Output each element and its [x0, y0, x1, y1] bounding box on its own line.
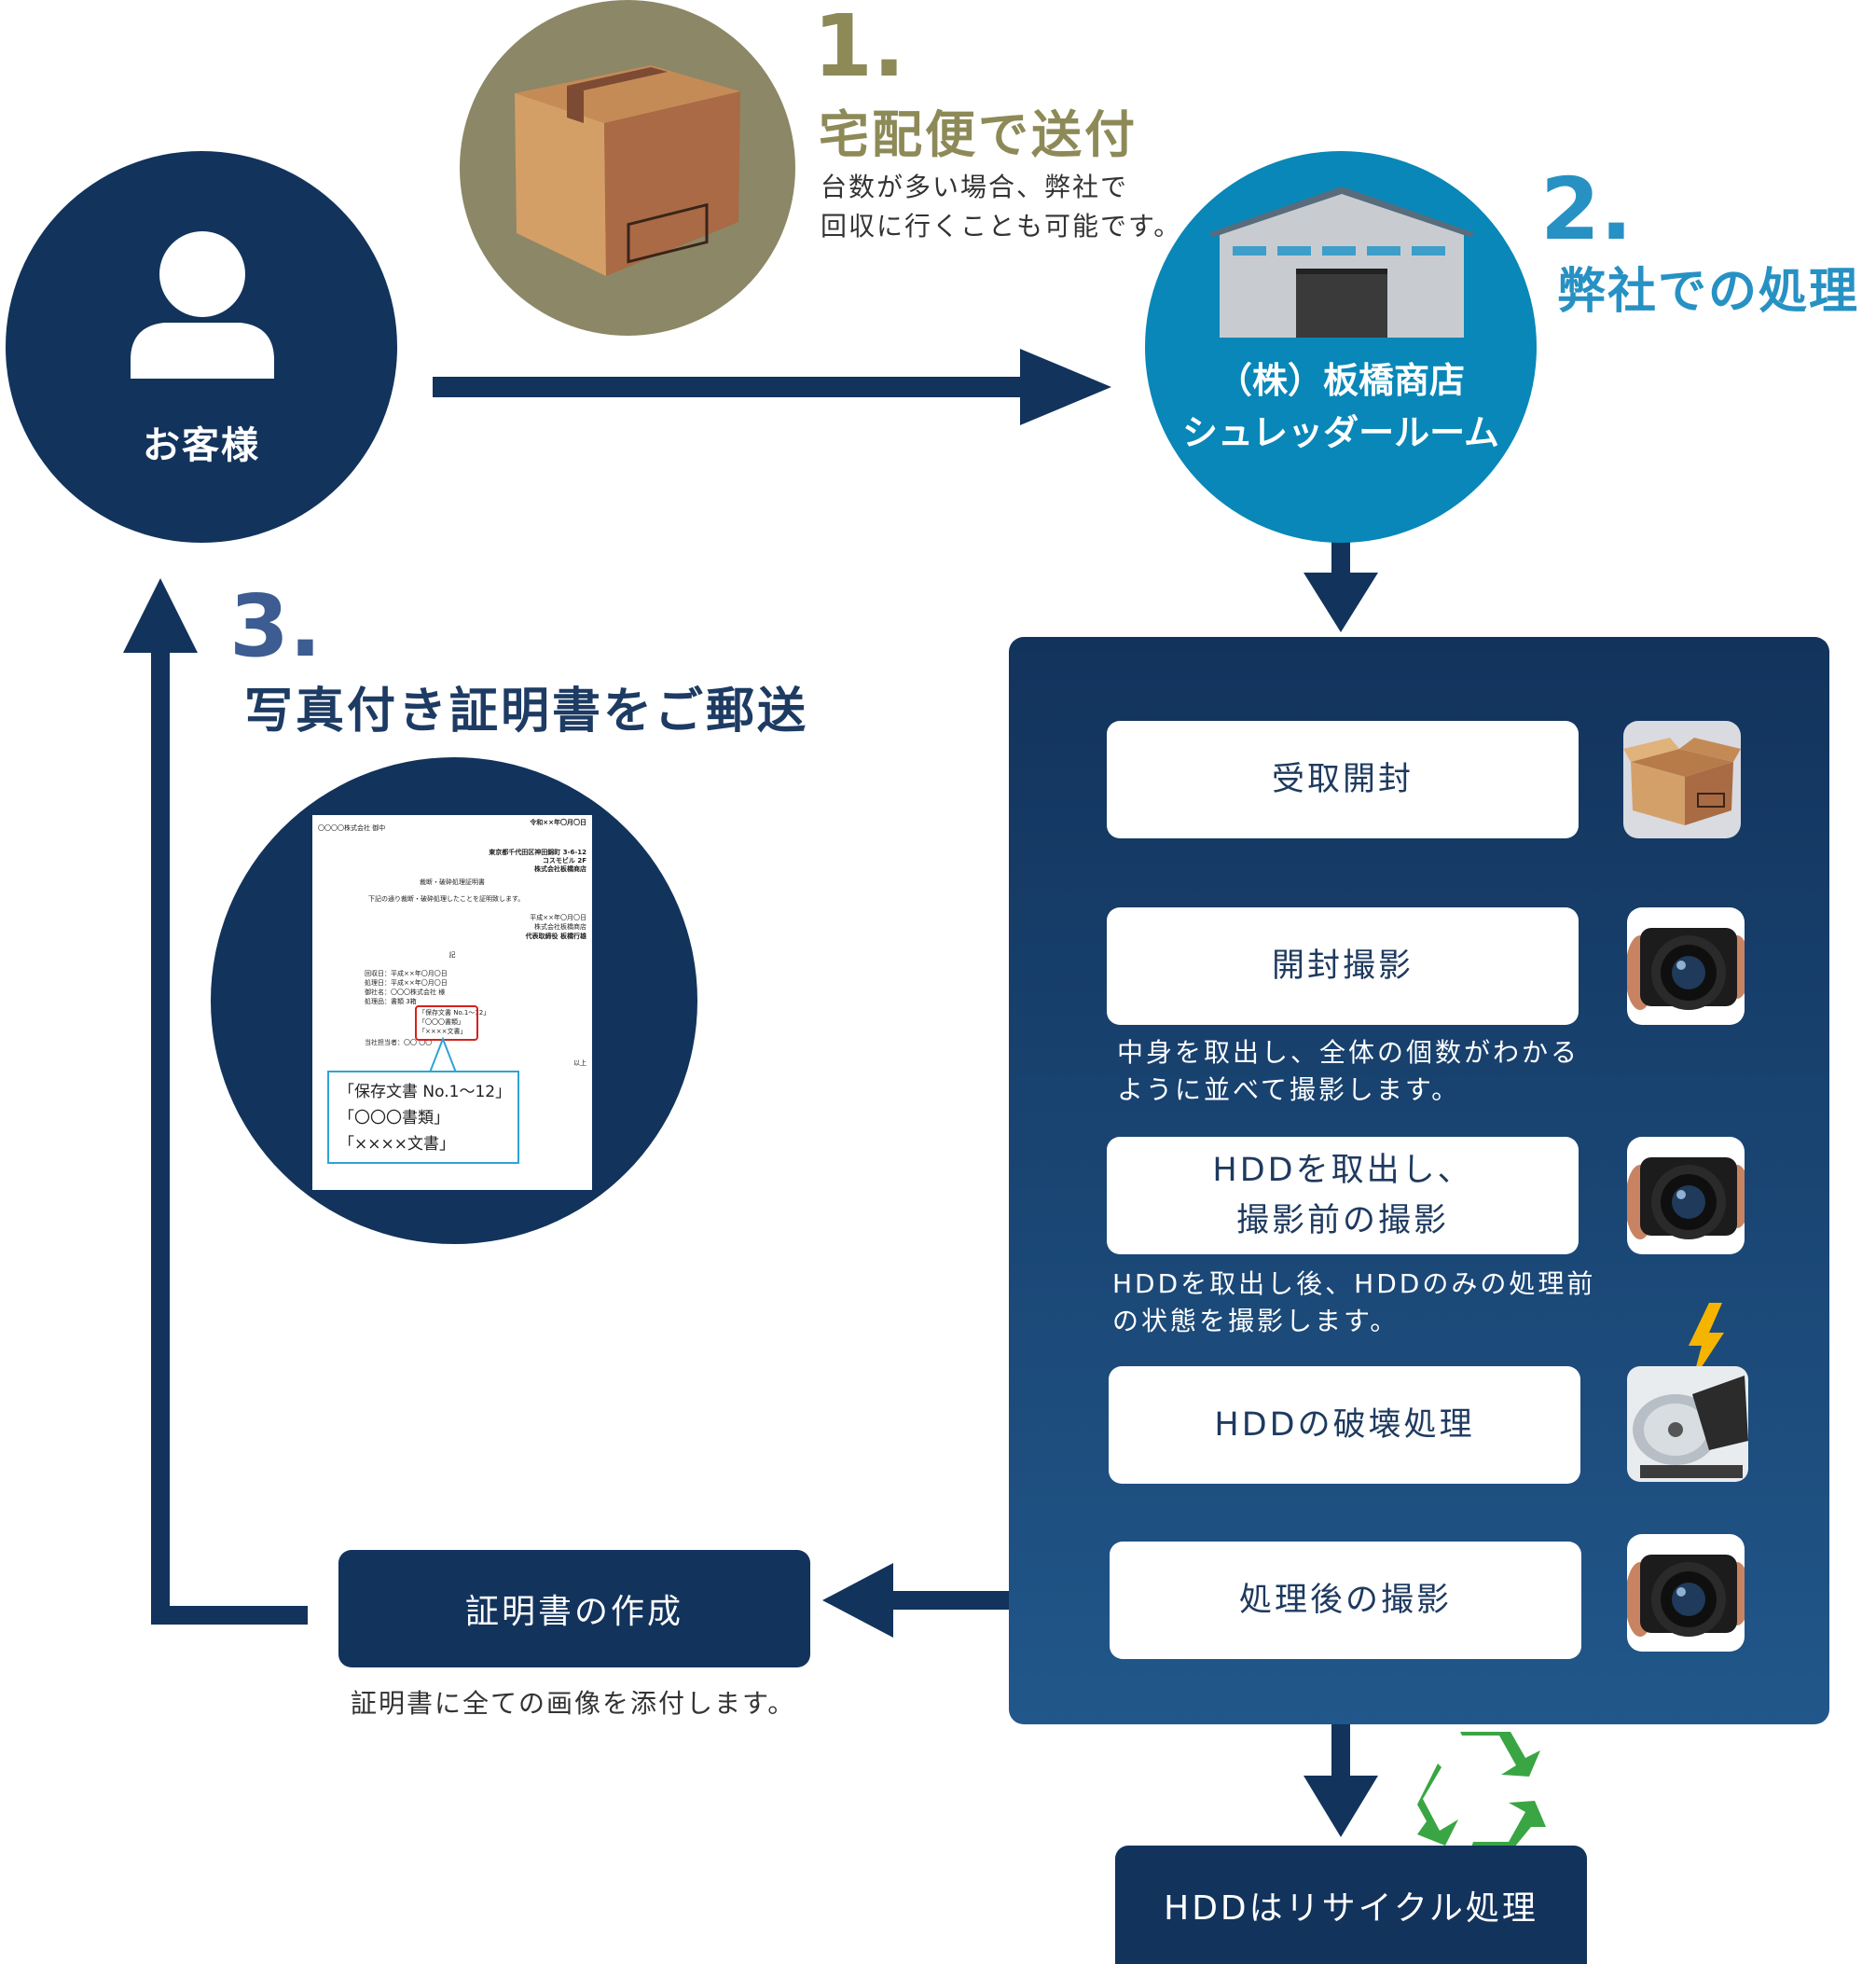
- doc-line: 当社担当者：〇〇 〇〇: [365, 1039, 433, 1046]
- doc-line: 処理日：平成××年〇月〇日: [365, 979, 448, 987]
- callout-line: 「〇〇〇書類」: [338, 1109, 449, 1127]
- doc-line: 「保存文書 No.1〜12」: [419, 1009, 490, 1017]
- doc-line: 処理品：書類 3箱: [365, 998, 417, 1005]
- callout-line: 「保存文書 No.1〜12」: [338, 1083, 512, 1101]
- factory-label-line: シュレッダールーム: [1181, 412, 1500, 453]
- callout-pointer: [428, 1037, 458, 1072]
- factory-label: （株）板橋商店 シュレッダールーム: [1145, 354, 1537, 459]
- arrow-to-factory-head: [1020, 349, 1111, 425]
- cardboard-box-icon: [515, 65, 740, 276]
- camera-icon: [1627, 907, 1745, 1025]
- process-step-hdd-photo: HDDを取出し、 撮影前の撮影: [1107, 1137, 1579, 1254]
- customer-label: お客様: [143, 424, 260, 467]
- factory-label-line: （株）板橋商店: [1216, 360, 1465, 401]
- step1-number: 1.: [813, 0, 905, 96]
- callout-line: 「××××文書」: [338, 1135, 455, 1154]
- process-step-label: 処理後の撮影: [1238, 1582, 1452, 1619]
- box-icon: [1623, 721, 1741, 838]
- doc-line: 御社名：〇〇〇株式会社 様: [365, 989, 446, 996]
- process-step-open-photo: 開封撮影: [1107, 907, 1579, 1025]
- camera-icon: [1627, 1534, 1745, 1652]
- doc-line: 以上: [573, 1059, 586, 1067]
- step2-number: 2.: [1540, 159, 1633, 259]
- doc-line: 株式会社板橋商店: [534, 865, 586, 873]
- step1-description: 台数が多い場合、弊社で 回収に行くことも可能です。: [821, 168, 1181, 246]
- recycle-box: HDDはリサイクル処理: [1115, 1846, 1587, 1964]
- doc-line: 東京都千代田区神田錦町 3-6-12: [489, 849, 586, 856]
- process-step-label: 受取開封: [1271, 761, 1414, 798]
- doc-line: コスモビル 2F: [542, 857, 586, 864]
- doc-line: 平成××年〇月〇日: [530, 914, 586, 921]
- step2-title: 弊社での処理: [1557, 264, 1860, 320]
- arrow-to-factory-shaft: [433, 377, 1029, 397]
- warehouse-icon: [1208, 187, 1475, 338]
- process-step-hdd-destroy: HDDの破壊処理: [1109, 1366, 1580, 1484]
- arrow-to-certificate-shaft: [891, 1591, 1011, 1610]
- arrow-to-recycle-shaft: [1331, 1724, 1350, 1782]
- doc-line: 〇〇〇〇株式会社 御中: [318, 824, 386, 832]
- arrow-to-customer-head: [123, 578, 198, 653]
- certificate-creation-box: 証明書の作成: [338, 1550, 810, 1667]
- doc-line: 「××××文書」: [419, 1028, 467, 1035]
- process-step-note-line: ように並べて撮影します。: [1117, 1074, 1461, 1105]
- camera-icon: [1627, 1137, 1745, 1254]
- person-icon: [131, 231, 274, 379]
- step1-description-line: 台数が多い場合、弊社で: [821, 172, 1129, 202]
- recycle-icon: [1417, 1732, 1546, 1847]
- process-step-unpack: 受取開封: [1107, 721, 1579, 838]
- certificate-creation-note: 証明書に全ての画像を添付します。: [351, 1688, 796, 1719]
- doc-highlight-box: [415, 1005, 478, 1041]
- process-step-label: HDDの破壊処理: [1214, 1406, 1475, 1444]
- step1-description-line: 回収に行くことも可能です。: [821, 211, 1182, 242]
- process-step-note: HDDを取出し後、HDDのみの処理前 の状態を撮影します。: [1112, 1266, 1595, 1340]
- process-step-label: 開封撮影: [1271, 947, 1414, 985]
- process-step-note-line: の状態を撮影します。: [1112, 1306, 1400, 1336]
- process-step-label: 撮影前の撮影: [1235, 1202, 1449, 1239]
- process-step-after-photo: 処理後の撮影: [1110, 1542, 1581, 1659]
- arrow-to-recycle-head: [1304, 1776, 1378, 1837]
- doc-line: 「〇〇〇書類」: [419, 1018, 464, 1026]
- process-step-note: 中身を取出し、全体の個数がわかる ように並べて撮影します。: [1117, 1034, 1579, 1109]
- doc-line: 裁断・破砕処理証明書: [420, 878, 485, 886]
- process-step-note-line: 中身を取出し、全体の個数がわかる: [1117, 1037, 1580, 1068]
- doc-line: 下記の通り裁断・破砕処理したことを証明致します。: [368, 895, 525, 903]
- process-step-note-line: HDDを取出し後、HDDのみの処理前: [1112, 1268, 1596, 1299]
- step1-title: 宅配便で送付: [819, 105, 1138, 164]
- doc-line: 代表取締役 板橋行雄: [525, 933, 586, 940]
- process-step-label: HDDを取出し、: [1212, 1152, 1473, 1189]
- doc-line: 株式会社板橋商店: [534, 923, 586, 931]
- step3-number: 3.: [229, 576, 322, 676]
- doc-line: 令和××年〇月〇日: [530, 819, 586, 826]
- hdd-destroy-icon: [1627, 1303, 1748, 1482]
- doc-line: 記: [448, 951, 456, 959]
- arrow-return-horizontal: [151, 1606, 308, 1625]
- step3-title: 写真付き証明書をご郵送: [244, 684, 809, 740]
- certificate-document: 〇〇〇〇株式会社 御中 令和××年〇月〇日 東京都千代田区神田錦町 3-6-12…: [312, 815, 592, 1190]
- arrow-to-certificate-head: [822, 1563, 893, 1638]
- arrow-to-panel-head: [1304, 573, 1378, 632]
- arrow-return-vertical: [151, 645, 170, 1625]
- doc-callout: 「保存文書 No.1〜12」 「〇〇〇書類」 「××××文書」: [327, 1071, 519, 1164]
- doc-line: 回収日：平成××年〇月〇日: [365, 970, 448, 977]
